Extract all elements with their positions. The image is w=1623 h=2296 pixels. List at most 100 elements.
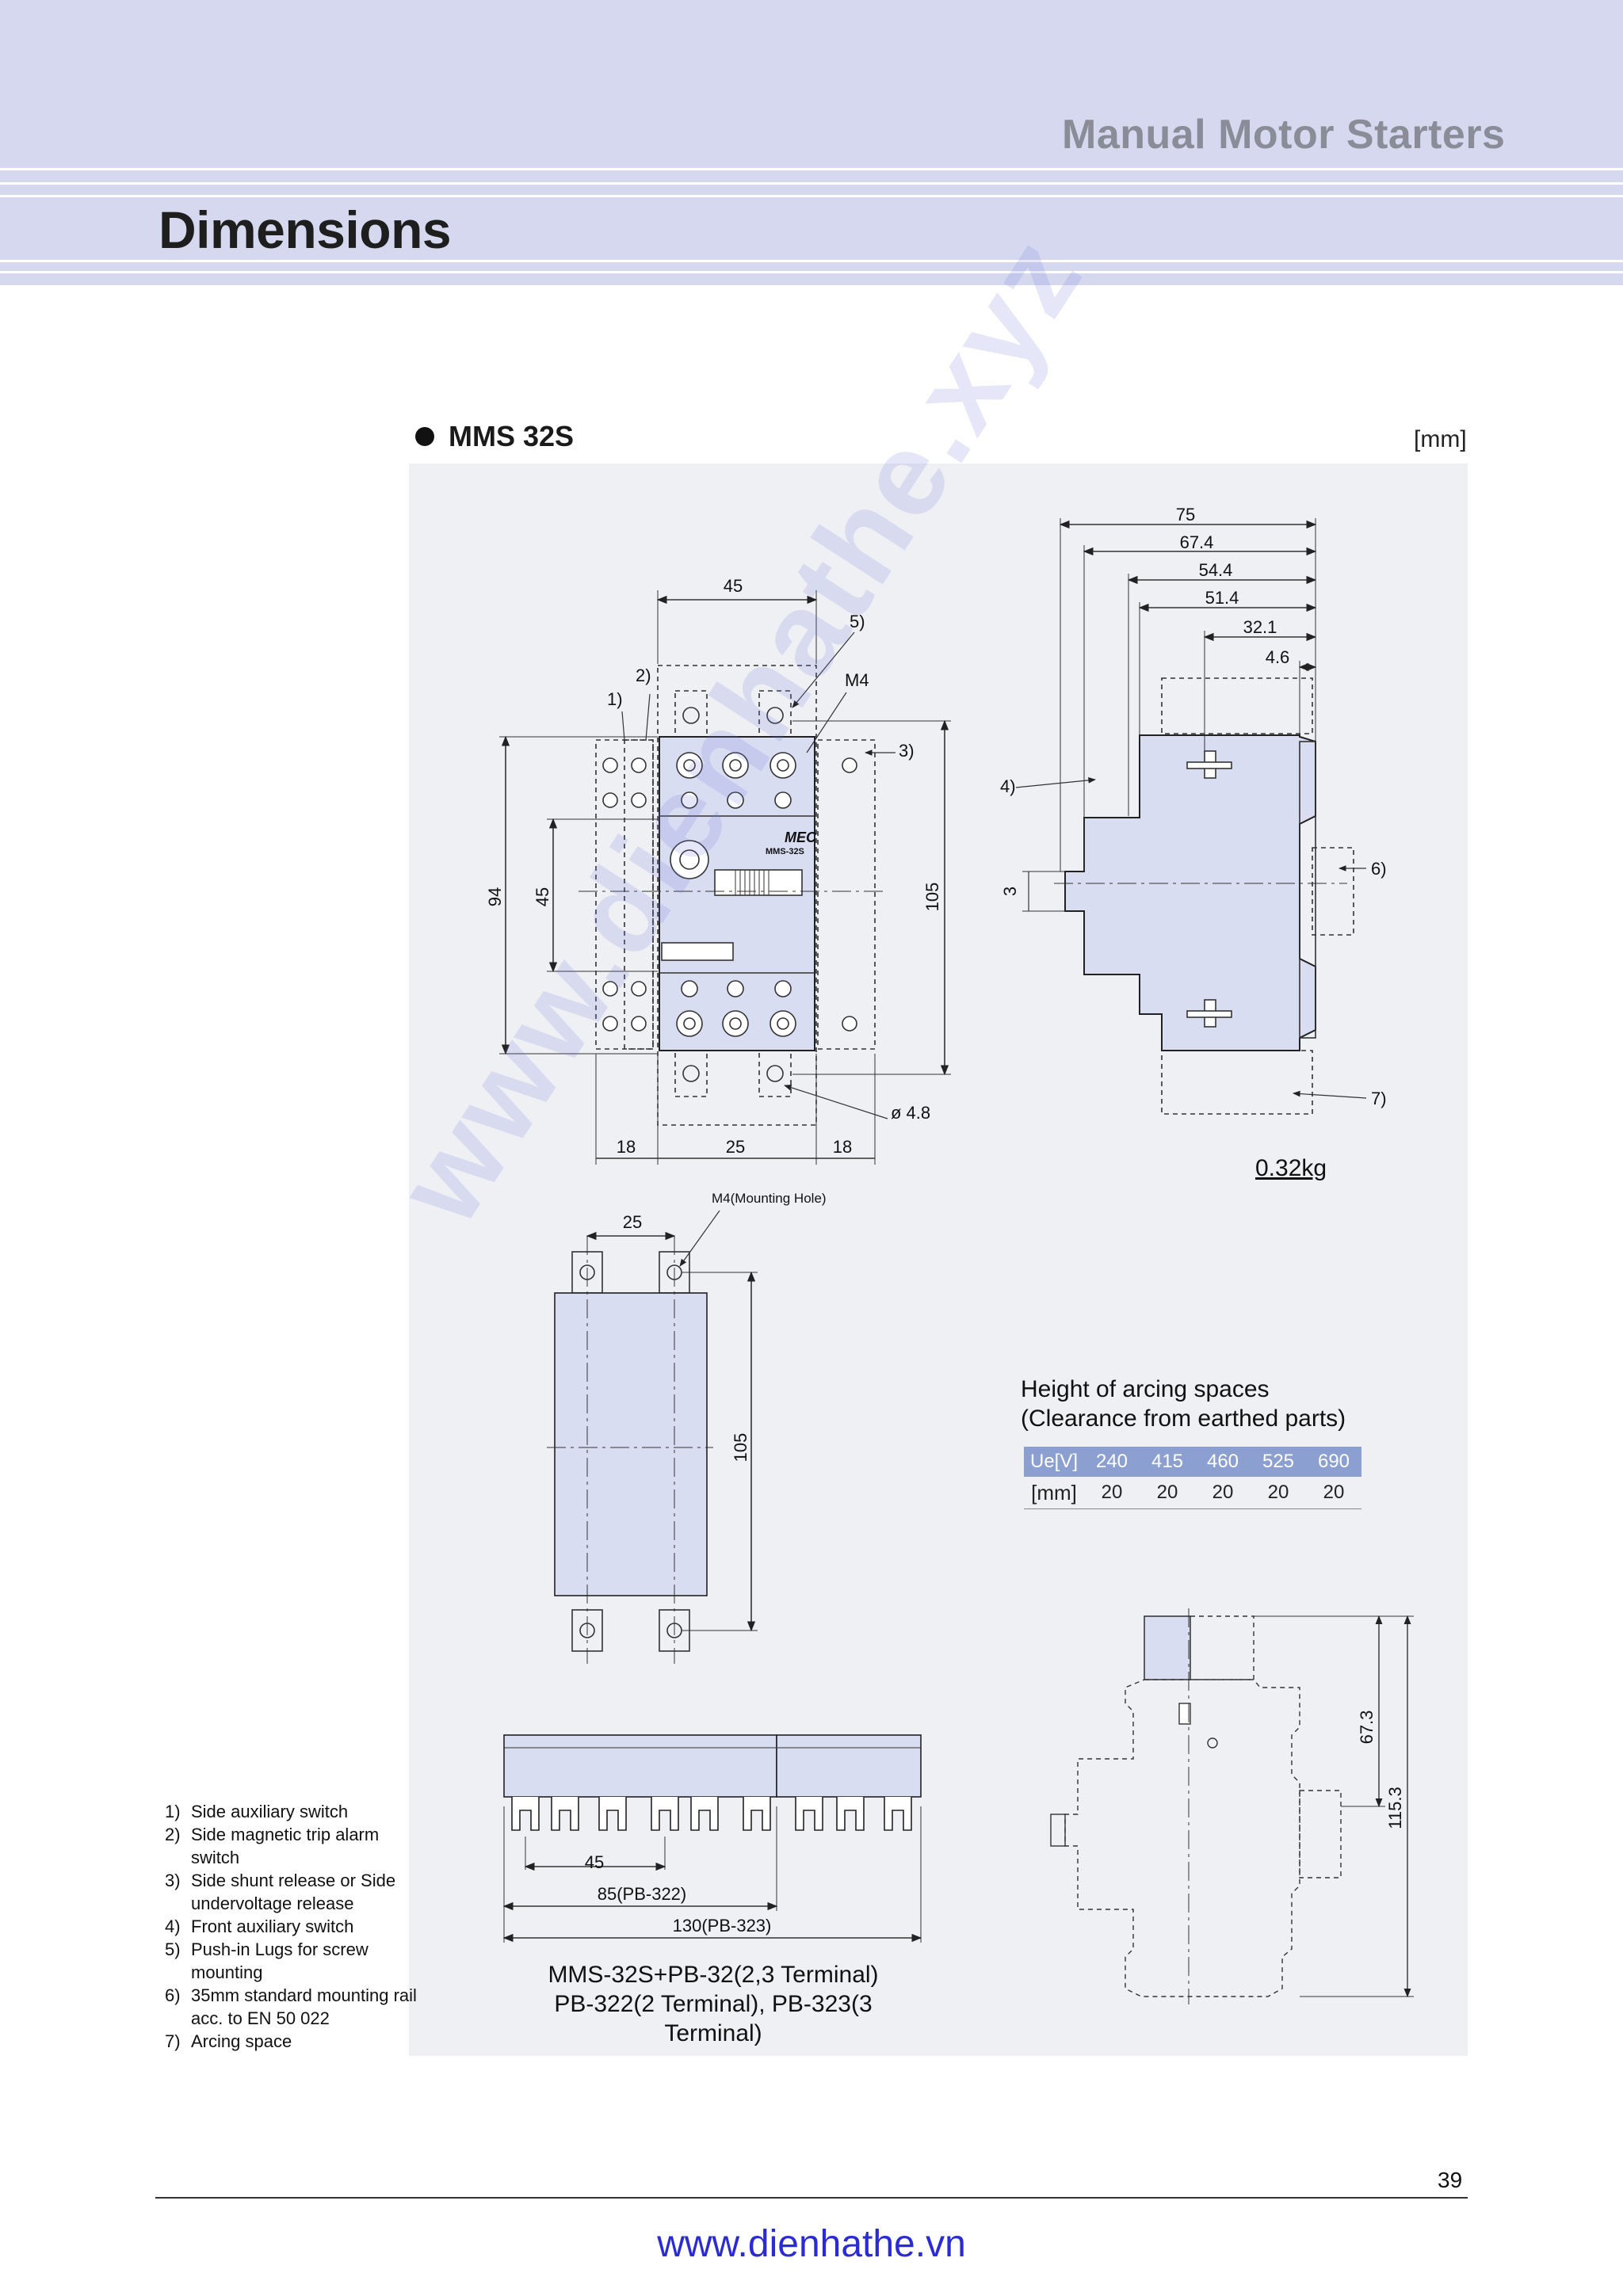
legend-text: Arcing space bbox=[191, 2031, 292, 2051]
dim-side-32-1: 32.1 bbox=[1243, 617, 1277, 637]
side-view-drawing bbox=[1015, 518, 1367, 1115]
arcing-title-line1: Height of arcing spaces bbox=[1021, 1376, 1270, 1402]
dim-height-inner: 45 bbox=[533, 887, 552, 906]
dim-side-75: 75 bbox=[1176, 505, 1195, 524]
arcing-header-cell: Ue[V] bbox=[1024, 1447, 1084, 1477]
dim-side-54-4: 54.4 bbox=[1199, 560, 1233, 580]
legend-item: 4) Front auxiliary switch bbox=[165, 1915, 418, 1938]
callout-2: 2) bbox=[636, 666, 651, 685]
device-model: MMS-32S bbox=[766, 847, 804, 856]
legend: 1) Side auxiliary switch 2) Side magnetic … bbox=[165, 1800, 418, 2053]
dim-busbar-130: 130(PB-323) bbox=[673, 1916, 772, 1936]
dim-height-outer: 94 bbox=[485, 887, 505, 906]
model-name: MMS 32S bbox=[449, 420, 575, 452]
arcing-title: Height of arcing spaces (Clearance from … bbox=[1021, 1375, 1346, 1433]
header-rule bbox=[0, 260, 1623, 262]
arcing-value-cell: 20 bbox=[1195, 1477, 1251, 1509]
busbar-caption-line2: PB-322(2 Terminal), PB-323(3 Terminal) bbox=[554, 1991, 873, 2046]
front-view-labels: 45 94 45 105 18 25 18 ø 4.8 M4 1) 2) 3) … bbox=[485, 576, 942, 1157]
legend-text: Side shunt release or Side undervoltage … bbox=[191, 1871, 396, 1913]
callout-7: 7) bbox=[1371, 1089, 1387, 1108]
callout-4: 4) bbox=[1000, 776, 1016, 796]
legend-item: 3) Side shunt release or Side undervoltag… bbox=[165, 1869, 418, 1915]
front-view-drawing bbox=[499, 590, 951, 1165]
dim-bottom-mid: 25 bbox=[726, 1137, 745, 1157]
mounting-view-drawing bbox=[547, 1210, 758, 1664]
arcing-header-cell: 415 bbox=[1140, 1447, 1195, 1477]
legend-item: 7) Arcing space bbox=[165, 2030, 418, 2053]
arcing-header-row: Ue[V] 240 415 460 525 690 bbox=[1024, 1447, 1361, 1477]
legend-num: 3) bbox=[165, 1871, 181, 1890]
arcing-header-cell: 525 bbox=[1251, 1447, 1306, 1477]
unit-label: [mm] bbox=[1414, 426, 1467, 452]
arcing-value-row: [mm] 20 20 20 20 20 bbox=[1024, 1477, 1361, 1509]
legend-text: Front auxiliary switch bbox=[191, 1917, 354, 1936]
dim-bottom-left: 18 bbox=[617, 1137, 636, 1157]
arcing-value-cell: 20 bbox=[1140, 1477, 1195, 1509]
model-heading: MMS 32S bbox=[415, 420, 574, 453]
callout-5: 5) bbox=[850, 612, 865, 631]
arcing-value-cell: 20 bbox=[1251, 1477, 1306, 1509]
dim-busbar-85: 85(PB-322) bbox=[598, 1884, 687, 1904]
section-title: Manual Motor Starters bbox=[1062, 112, 1506, 158]
legend-text: Push-in Lugs for screw mounting bbox=[191, 1939, 369, 1982]
legend-num: 1) bbox=[165, 1802, 181, 1821]
legend-item: 1) Side auxiliary switch bbox=[165, 1800, 418, 1823]
dim-side-3: 3 bbox=[1000, 887, 1020, 896]
legend-item: 2) Side magnetic trip alarm switch bbox=[165, 1823, 418, 1869]
dim-height-right: 105 bbox=[922, 883, 942, 912]
legend-num: 7) bbox=[165, 2031, 181, 2051]
dim-width-top: 45 bbox=[724, 576, 743, 596]
callout-3: 3) bbox=[899, 741, 915, 761]
mounting-hole-label: M4(Mounting Hole) bbox=[712, 1191, 827, 1206]
legend-num: 5) bbox=[165, 1939, 181, 1959]
arcing-header-cell: 240 bbox=[1084, 1447, 1140, 1477]
legend-num: 4) bbox=[165, 1917, 181, 1936]
busbar-side-drawing bbox=[1050, 1608, 1414, 2004]
header-rule bbox=[0, 195, 1623, 197]
page-number: 39 bbox=[1438, 2168, 1463, 2192]
header-rule bbox=[0, 271, 1623, 273]
legend-num: 2) bbox=[165, 1825, 181, 1844]
weight-label: 0.32kg bbox=[1255, 1155, 1327, 1181]
dim-side-51-4: 51.4 bbox=[1205, 588, 1239, 608]
legend-item: 6) 35mm standard mounting rail acc. to EN… bbox=[165, 1984, 418, 2030]
legend-item: 5) Push-in Lugs for screw mounting bbox=[165, 1938, 418, 1984]
legend-text: Side magnetic trip alarm switch bbox=[191, 1825, 380, 1867]
arcing-table: Ue[V] 240 415 460 525 690 [mm] 20 20 20 … bbox=[1024, 1447, 1361, 1509]
footer-rule bbox=[155, 2197, 1468, 2199]
dim-hole: ø 4.8 bbox=[891, 1103, 930, 1123]
header-rule bbox=[0, 182, 1623, 185]
busbar-side-labels: 67.3 115.3 bbox=[1357, 1711, 1405, 1829]
arcing-value-cell: 20 bbox=[1306, 1477, 1361, 1509]
legend-text: Side auxiliary switch bbox=[191, 1802, 349, 1821]
busbar-caption-line1: MMS-32S+PB-32(2,3 Terminal) bbox=[548, 1962, 879, 1988]
busbar-labels: 45 85(PB-322) 130(PB-323) bbox=[585, 1852, 772, 1936]
device-brand: MEC bbox=[785, 830, 817, 845]
bullet-icon bbox=[415, 427, 434, 446]
dim-mount-width: 25 bbox=[623, 1212, 642, 1232]
dim-side-67-4: 67.4 bbox=[1180, 532, 1214, 552]
arcing-value-cell: [mm] bbox=[1024, 1477, 1084, 1509]
legend-text: 35mm standard mounting rail acc. to EN 5… bbox=[191, 1985, 417, 2028]
dim-115-3: 115.3 bbox=[1385, 1787, 1405, 1829]
header-rule bbox=[0, 168, 1623, 170]
dim-screw: M4 bbox=[845, 670, 869, 690]
arcing-header-cell: 690 bbox=[1306, 1447, 1361, 1477]
busbar-drawing bbox=[502, 1734, 922, 1943]
arcing-header-cell: 460 bbox=[1195, 1447, 1251, 1477]
dim-67-3: 67.3 bbox=[1357, 1711, 1377, 1745]
dim-busbar-45: 45 bbox=[585, 1852, 604, 1872]
website-link[interactable]: www.dienhathe.vn bbox=[657, 2223, 966, 2265]
dim-side-4-6: 4.6 bbox=[1266, 647, 1290, 667]
page-title: Dimensions bbox=[158, 200, 452, 259]
callout-6: 6) bbox=[1371, 859, 1387, 879]
header-band bbox=[0, 0, 1623, 285]
side-view-labels: 75 67.4 54.4 51.4 32.1 4.6 3 4) 6) 7) bbox=[1000, 505, 1387, 1108]
dim-bottom-right: 18 bbox=[833, 1137, 852, 1157]
legend-num: 6) bbox=[165, 1985, 181, 2005]
mounting-view-labels: 25 105 M4(Mounting Hole) bbox=[623, 1191, 827, 1462]
arcing-value-cell: 20 bbox=[1084, 1477, 1140, 1509]
callout-1: 1) bbox=[607, 689, 623, 709]
